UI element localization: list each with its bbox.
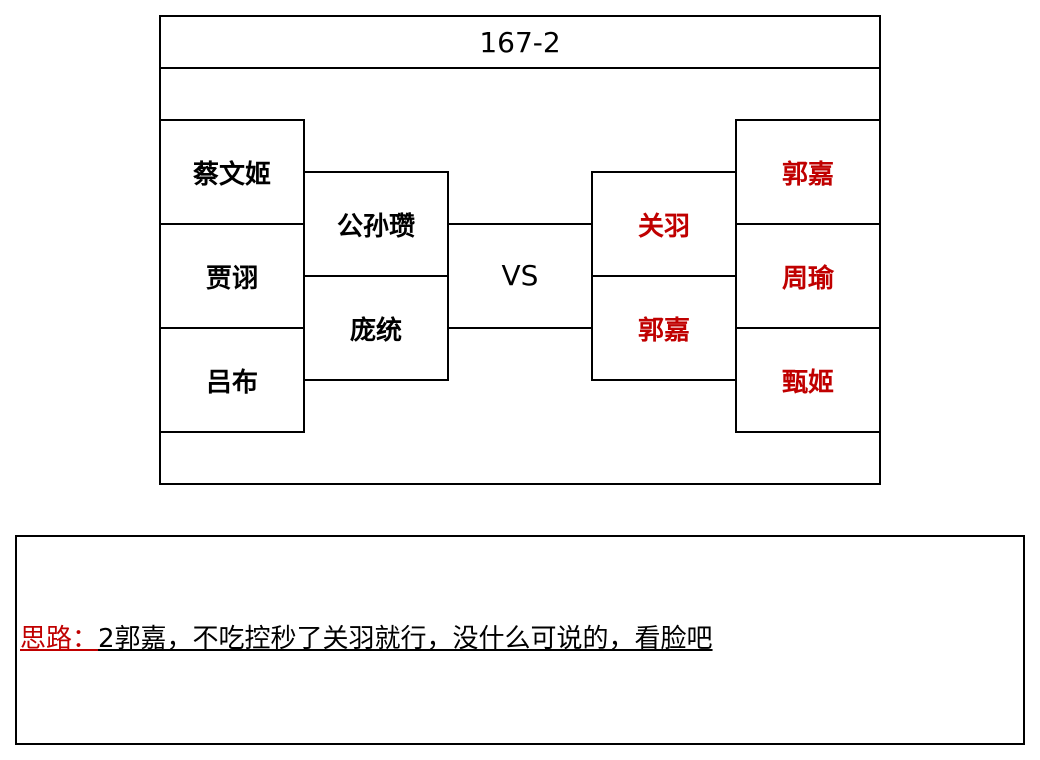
connector-top: [448, 223, 593, 225]
right-outer-1: 郭嘉: [735, 119, 881, 225]
left-outer-1: 蔡文姬: [159, 119, 305, 225]
strategy-note: 思路：2郭嘉，不吃控秒了关羽就行，没什么可说的，看脸吧: [20, 621, 713, 657]
right-outer-3: 甄姬: [735, 327, 881, 433]
strategy-note-box: [15, 535, 1025, 745]
right-inner-2: 郭嘉: [591, 275, 737, 381]
title-divider: [160, 67, 880, 69]
left-inner-2: 庞统: [303, 275, 449, 381]
strategy-note-label: 思路：: [20, 624, 99, 654]
left-outer-2: 贾诩: [159, 223, 305, 329]
strategy-note-text: 2郭嘉，不吃控秒了关羽就行，没什么可说的，看脸吧: [98, 624, 713, 654]
matchup-title: 167-2: [479, 25, 561, 59]
left-inner-1: 公孙瓒: [303, 171, 449, 277]
right-outer-2: 周瑜: [735, 223, 881, 329]
right-inner-1: 关羽: [591, 171, 737, 277]
left-outer-3: 吕布: [159, 327, 305, 433]
vs-label: VS: [501, 258, 539, 292]
connector-bottom: [448, 327, 593, 329]
